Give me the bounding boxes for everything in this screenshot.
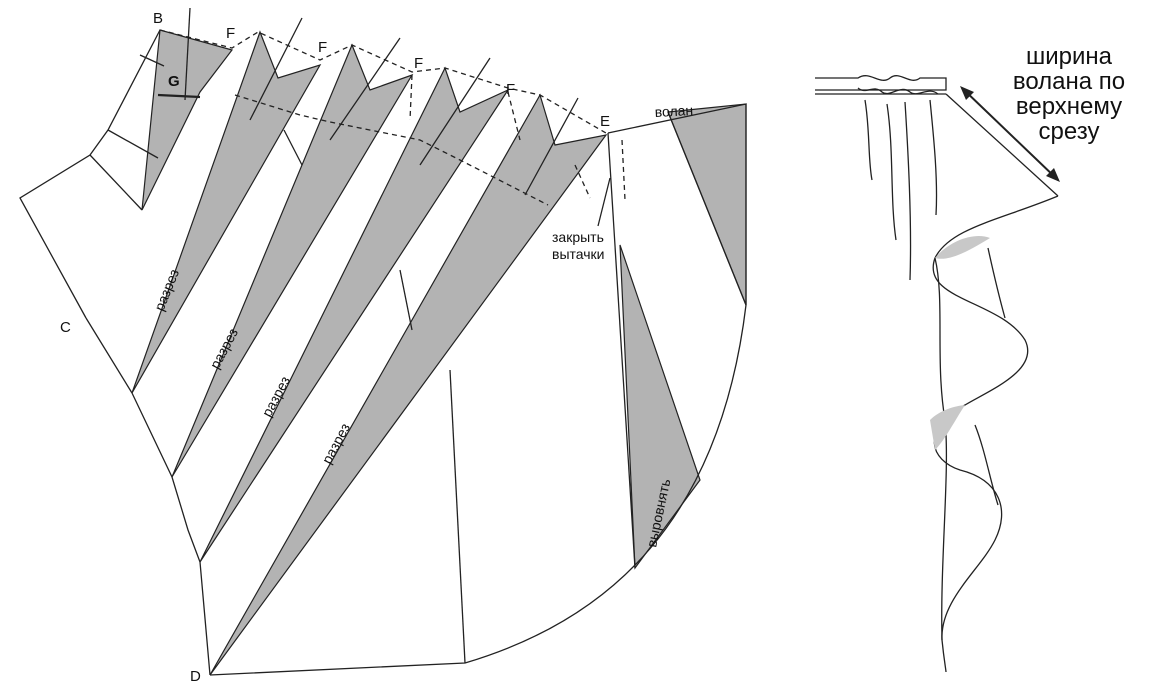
- inner-seam-1: [89, 154, 143, 211]
- mid-dashed-line: [234, 94, 549, 206]
- flounce-illustration: [815, 75, 1060, 673]
- fold-line-1: [864, 99, 873, 181]
- wedge-vyrovnyat: [619, 244, 701, 570]
- dart-dash-3: [574, 164, 591, 199]
- point-e-label: E: [600, 113, 610, 130]
- inner-line-volan: [667, 111, 747, 306]
- width-arrow-head-bottom: [1046, 168, 1060, 182]
- tick-1: [184, 7, 191, 101]
- point-b-label: B: [153, 10, 163, 27]
- tick-2: [249, 17, 303, 121]
- dashed-lines: [159, 29, 626, 206]
- flounce-back-2: [974, 424, 999, 506]
- point-c-label: C: [60, 319, 71, 336]
- c-to-d-edge-upper: [85, 317, 133, 394]
- dart-dash-4: [621, 139, 626, 201]
- gathers: [857, 87, 939, 95]
- wedge-5: [209, 93, 608, 676]
- point-f4-label: F: [506, 81, 515, 98]
- fold-line-4: [929, 99, 938, 216]
- vertical-grain-1: [449, 369, 466, 664]
- flounce-shade-2: [930, 405, 965, 450]
- left-bodice-outline: [19, 29, 161, 319]
- width-arrow: [961, 87, 1059, 181]
- width-arrow-head-top: [960, 86, 974, 100]
- flounce-inner-edge: [934, 257, 948, 641]
- volan-label: волан: [654, 102, 693, 120]
- point-labels: B G F F F F E C D: [60, 10, 610, 685]
- point-f3-label: F: [414, 55, 423, 72]
- wedge-1: [141, 29, 234, 211]
- hem-curve: [209, 103, 747, 676]
- zakryt-label-line1: закрыть: [552, 229, 604, 245]
- zakryt-label-line2: вытачки: [552, 246, 604, 262]
- flounce-outer-edge: [932, 195, 1059, 673]
- tick-4: [419, 57, 491, 166]
- vertical-grain-2: [399, 269, 413, 331]
- fold-line-3: [904, 101, 912, 281]
- zakryt-pointer: [597, 177, 611, 227]
- point-g-label: G: [168, 73, 180, 90]
- side-note: ширина волана по верхнему срезу: [1013, 43, 1125, 145]
- inner-seam-2: [107, 129, 159, 159]
- inner-seam-3: [139, 54, 165, 67]
- tick-3: [329, 37, 401, 141]
- g-mark: [157, 93, 201, 99]
- flounce-shade-1: [935, 236, 990, 259]
- flounce-back-1: [987, 247, 1006, 319]
- grey-wedges: [131, 29, 747, 676]
- inner-line-e: [607, 132, 636, 569]
- waistband-top: [815, 75, 947, 91]
- side-note-line3: верхнему: [1016, 93, 1122, 120]
- vertical-grain-3: [283, 129, 303, 166]
- flounce-top-edge: [945, 93, 1059, 197]
- point-f1-label: F: [226, 25, 235, 42]
- tick-5: [524, 97, 579, 196]
- wedge-2: [131, 30, 322, 394]
- fold-line-2: [886, 103, 897, 241]
- side-note-line2: волана по: [1013, 68, 1125, 95]
- side-note-line1: ширина: [1026, 43, 1113, 70]
- wedge-4: [199, 66, 510, 563]
- point-f2-label: F: [318, 39, 327, 56]
- point-d-label: D: [190, 668, 201, 685]
- side-note-line4: срезу: [1039, 118, 1100, 145]
- top-dashed-line: [159, 29, 607, 134]
- dart-dash-1: [409, 74, 413, 121]
- c-to-d-edge: [131, 392, 211, 676]
- pattern-outline: [19, 7, 747, 676]
